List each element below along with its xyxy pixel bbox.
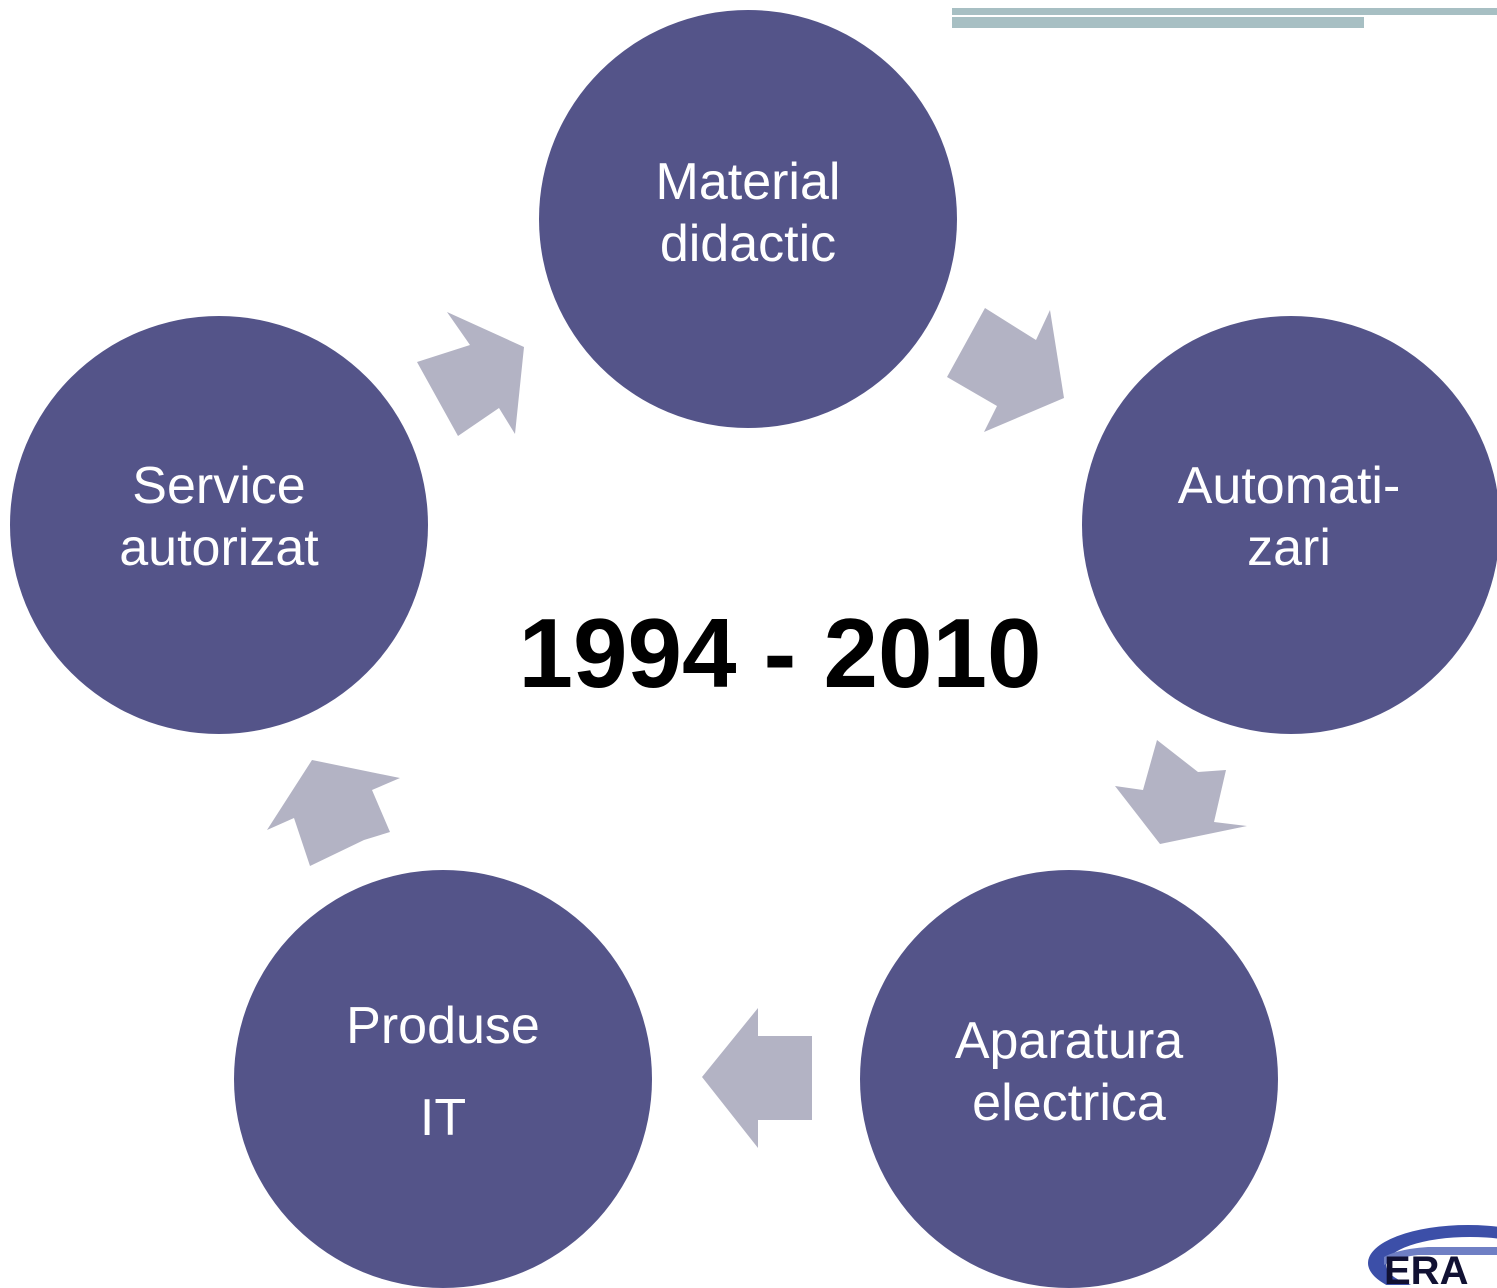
node-automatizari-label: Automati- zari bbox=[1177, 457, 1401, 577]
node-produse-it: Produse IT bbox=[234, 870, 652, 1288]
header-accent-bar bbox=[952, 8, 1497, 17]
arrow-aparatura-to-produse bbox=[702, 1008, 812, 1148]
node-aparatura-electrica: Aparatura electrica bbox=[860, 870, 1278, 1288]
node-material-didactic-label: Material didactic bbox=[655, 153, 841, 273]
arrow-material-to-automatizari bbox=[947, 308, 1064, 432]
node-service-autorizat-label: Service autorizat bbox=[119, 457, 319, 577]
node-material-didactic: Material didactic bbox=[539, 10, 957, 428]
company-logo: ERA bbox=[1358, 1205, 1497, 1285]
node-automatizari: Automati- zari bbox=[1082, 316, 1497, 734]
header-accent-bar-secondary bbox=[952, 17, 1364, 28]
arrow-produse-to-service bbox=[267, 760, 400, 866]
node-aparatura-electrica-label: Aparatura electrica bbox=[954, 1012, 1184, 1132]
arrow-service-to-material bbox=[417, 312, 524, 436]
node-service-autorizat: Service autorizat bbox=[10, 316, 428, 734]
center-period-title: 1994 - 2010 bbox=[518, 598, 1042, 708]
node-produse-it-label: Produse IT bbox=[346, 997, 540, 1147]
logo-mark-icon: ERA bbox=[1368, 1225, 1497, 1285]
logo-text: ERA bbox=[1384, 1249, 1468, 1285]
header-accent-gap bbox=[952, 15, 1497, 17]
arrow-automatizari-to-aparatura bbox=[1115, 740, 1247, 844]
